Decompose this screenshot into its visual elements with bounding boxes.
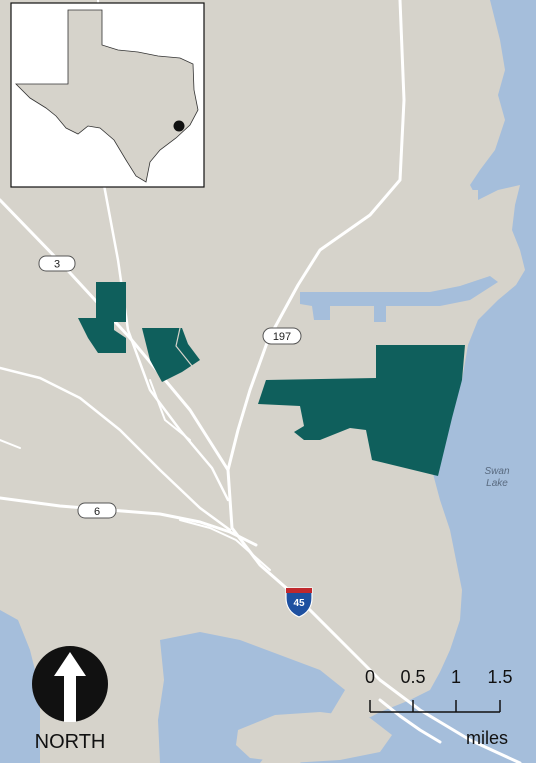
scale-bar [369,700,501,713]
ship-channel [300,276,498,322]
road-frontage [149,379,191,441]
scale-tick-0: 0 [365,667,375,687]
shield-label-3: 3 [54,259,60,271]
road-south-causeway [378,698,442,744]
shield-route-6: 6 [77,502,117,519]
texas-locator-inset [10,2,205,188]
texas-outline [15,9,199,183]
west-water [0,610,40,763]
site-middle [142,328,200,382]
shield-route-3: 3 [38,255,76,272]
north-label: NORTH [35,731,106,753]
road-interchange [179,519,271,571]
shield-route-197: 197 [262,327,302,345]
shield-label-197: 197 [273,331,291,343]
scale-unit: miles [466,728,508,748]
road-6 [0,496,258,547]
site-west [78,282,126,353]
water-label-line2: Lake [486,478,508,489]
road-west-upper [0,439,21,449]
road-north-south-west [102,183,230,502]
location-marker [173,120,185,132]
study-sites [78,282,465,476]
water-label-line1: Swan [484,466,509,477]
site-east [258,345,465,476]
island [236,712,392,763]
interstate-label: 45 [293,598,305,609]
interstate-45-shield: 45 [285,587,313,618]
scale-tick-1-5: 1.5 [487,667,512,687]
north-arrow-icon [32,646,108,722]
road-west-diagonal [0,366,232,532]
shield-label-6: 6 [94,506,100,518]
harbor-slips [455,190,478,290]
scale-tick-0-5: 0.5 [400,667,425,687]
road-197 [226,0,406,472]
scale-tick-1: 1 [451,667,461,687]
site-middle-line [175,327,193,367]
